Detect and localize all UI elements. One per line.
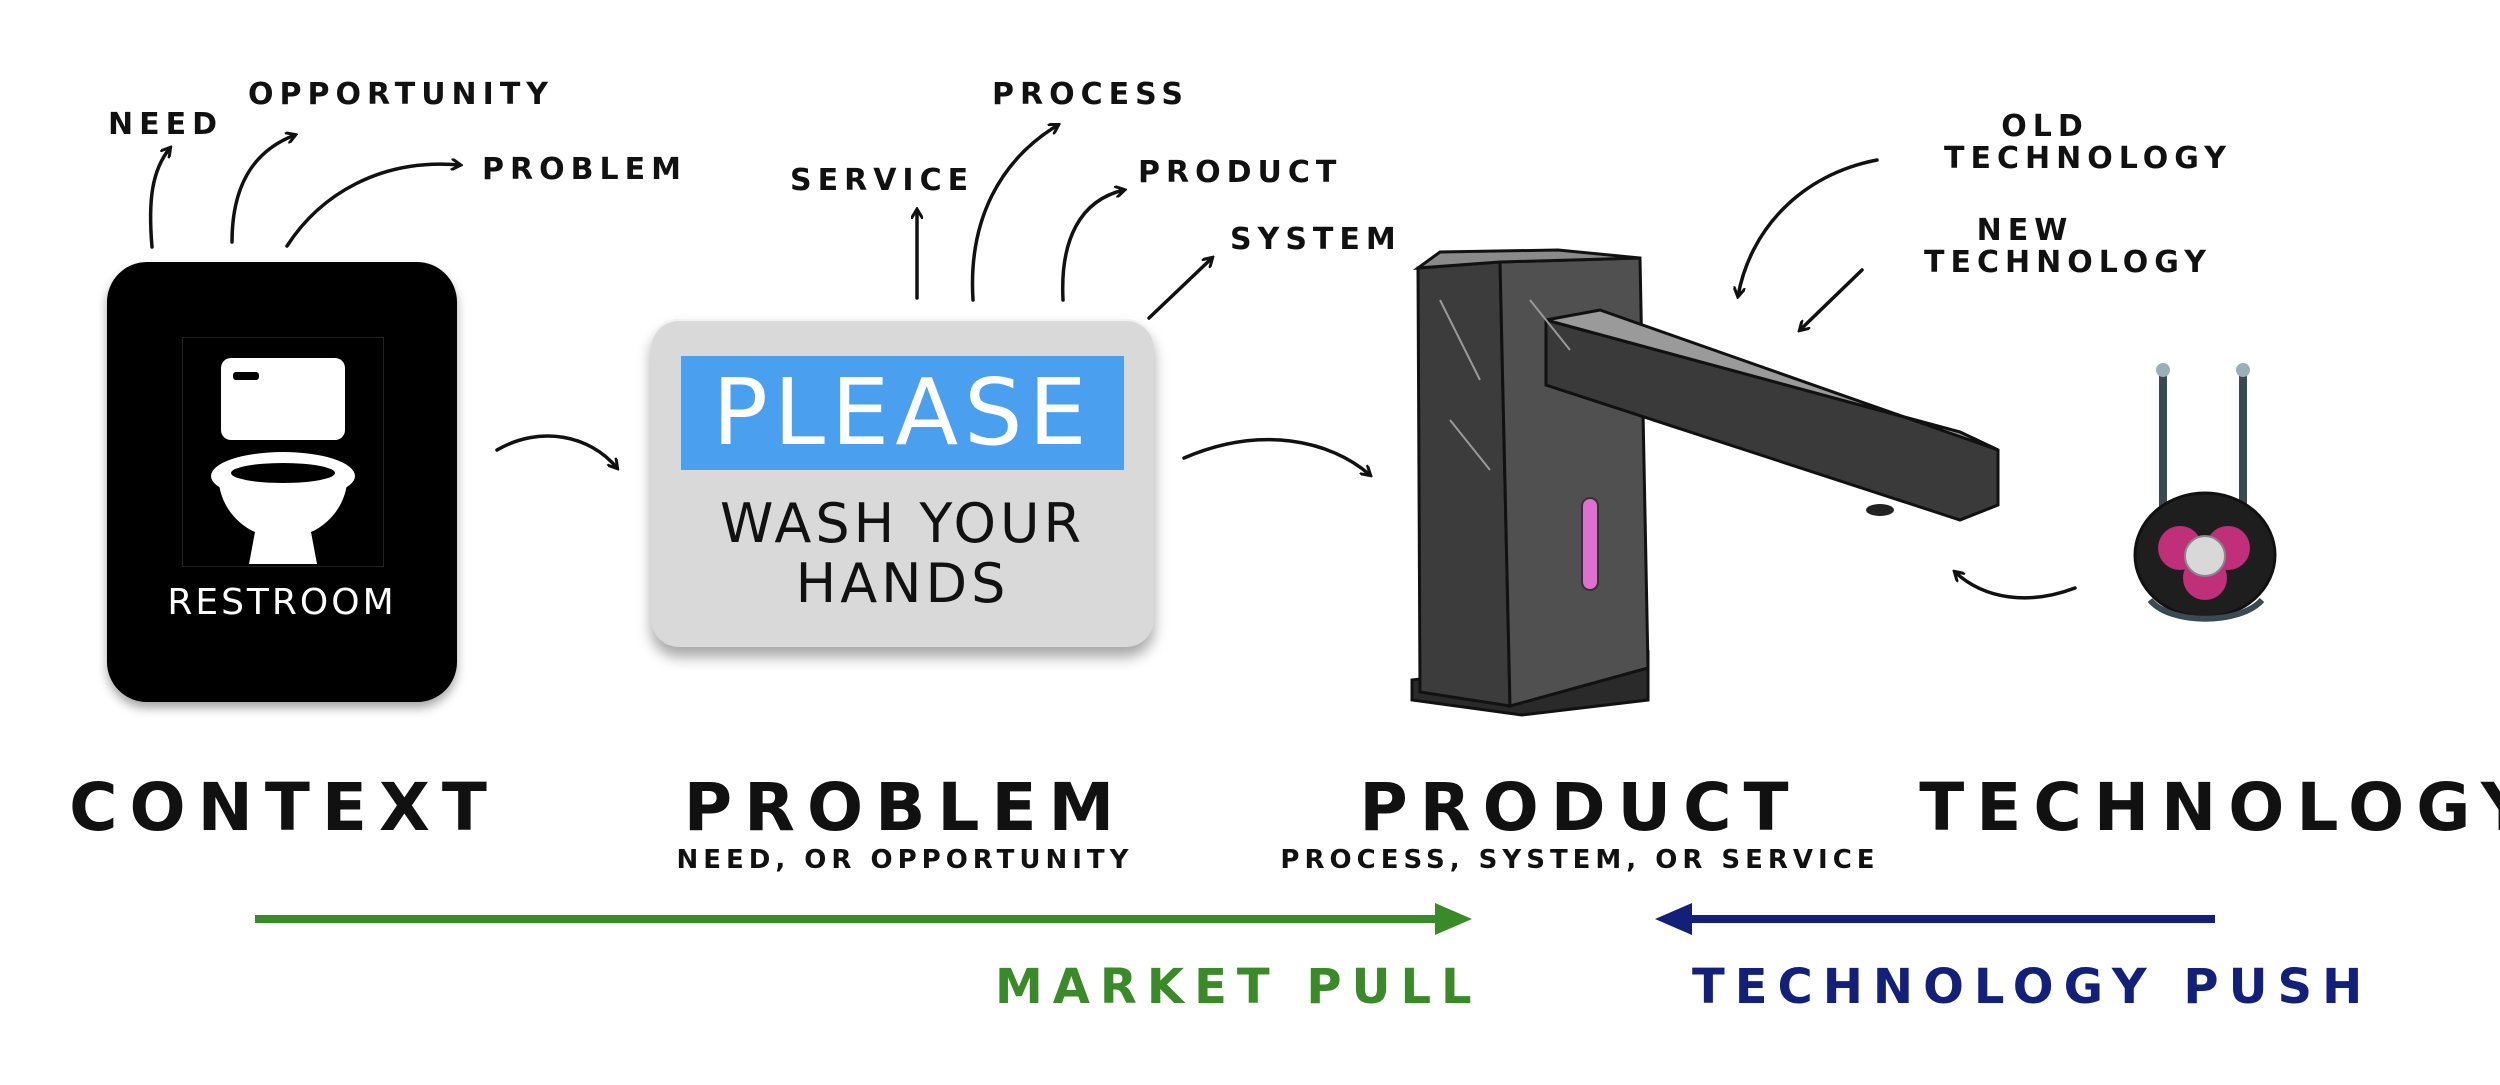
annotation-new: NEW [1976, 213, 2074, 248]
annotation-old-technology: TECHNOLOGY [1944, 141, 2232, 176]
arrow-process [970, 125, 1058, 302]
annotation-system: SYSTEM [1230, 222, 1402, 257]
technology-push-label: TECHNOLOGY PUSH [1692, 959, 2373, 1015]
annotation-process: PROCESS [992, 77, 1189, 112]
sign-line-2: HANDS [795, 552, 1010, 615]
peristaltic-pump-icon [2133, 363, 2277, 622]
stage-subtitle-product: PROCESS, SYSTEM, OR SERVICE [1280, 845, 1880, 875]
restroom-label: RESTROOM [167, 582, 397, 623]
stage-title-technology: TECHNOLOGY [1919, 769, 2500, 846]
annotation-service: SERVICE [790, 163, 975, 198]
faucet-icon [1410, 248, 2000, 717]
arrow-opportunity [230, 135, 295, 244]
arrow-technology-to-product [1955, 572, 2077, 600]
sign-headline: PLEASE [681, 356, 1124, 470]
restroom-icon-frame [182, 337, 384, 567]
wash-hands-sign: PLEASE WASH YOUR HANDS [651, 319, 1154, 647]
market-pull-arrow [255, 903, 1472, 935]
toilet-icon [211, 358, 355, 564]
annotation-problem: PROBLEM [482, 152, 687, 187]
restroom-sign: RESTROOM [107, 262, 457, 702]
arrow-problem [285, 164, 460, 248]
stage-title-problem: PROBLEM [683, 769, 1127, 846]
annotation-new-technology: TECHNOLOGY [1924, 245, 2212, 280]
arrow-old-technology [1738, 158, 1879, 296]
arrow-context-to-problem [495, 434, 617, 468]
annotation-opportunity: OPPORTUNITY [248, 77, 555, 112]
arrow-product [1060, 190, 1124, 302]
market-pull-label: MARKET PULL [995, 959, 1482, 1015]
annotation-need: NEED [108, 107, 223, 142]
arrow-need [148, 148, 170, 249]
stage-title-product: PRODUCT [1359, 769, 1801, 846]
stage-title-context: CONTEXT [69, 769, 499, 846]
sign-line-1: WASH YOUR [719, 492, 1085, 555]
arrow-new-technology [1800, 268, 1864, 330]
technology-push-arrow [1655, 903, 2215, 935]
annotation-product: PRODUCT [1138, 155, 1343, 190]
stage-subtitle-problem: NEED, OR OPPORTUNITY [676, 845, 1134, 875]
annotation-old: OLD [2001, 109, 2089, 144]
arrow-system [1147, 258, 1212, 320]
arrow-problem-to-product [1182, 437, 1370, 475]
